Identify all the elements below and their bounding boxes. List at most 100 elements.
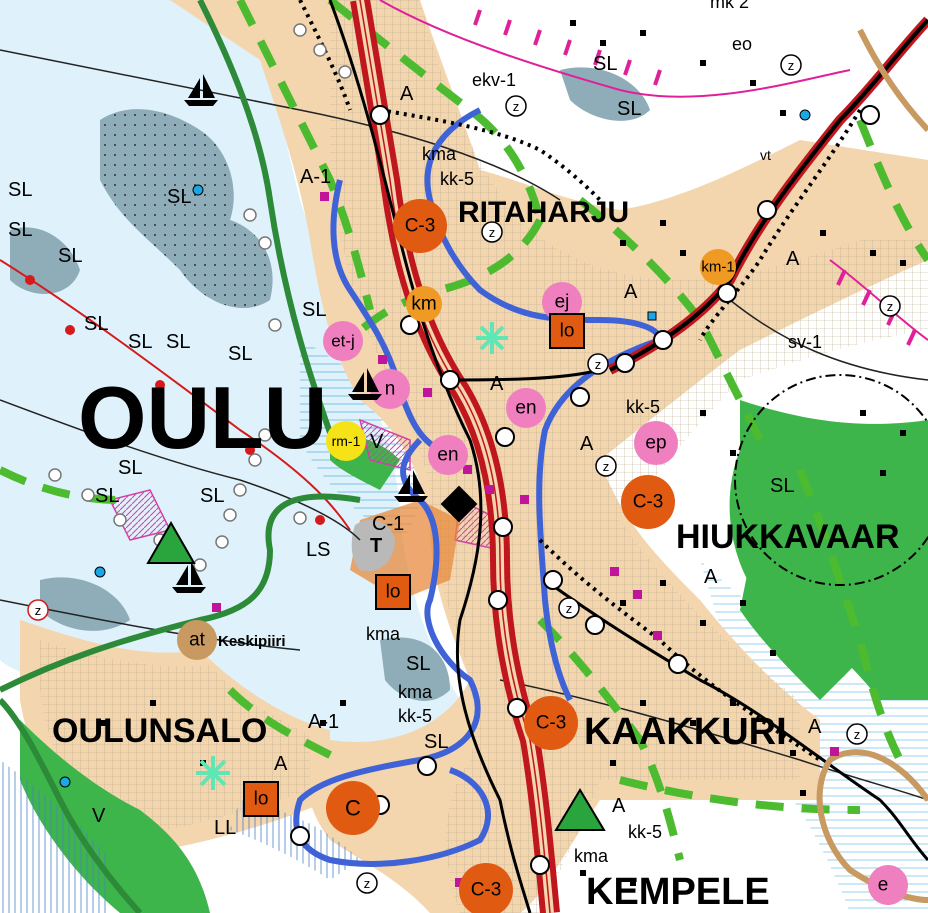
- center-symbol: C-3: [459, 863, 513, 913]
- public-service-symbol: ep: [634, 421, 678, 465]
- svg-text:A: A: [580, 433, 594, 455]
- km-label: km: [411, 294, 436, 315]
- place-name-kaakkuri: KAAKKURI: [584, 711, 787, 753]
- svg-text:mk 2: mk 2: [710, 0, 749, 12]
- svg-text:SL: SL: [302, 299, 326, 321]
- harbor-sailboat-icon: [172, 561, 206, 593]
- retail-symbol: km: [406, 286, 442, 322]
- power-line-nodes: [25, 275, 325, 525]
- center-symbol: C-3: [621, 475, 675, 529]
- svg-text:A: A: [612, 795, 626, 817]
- svg-text:SL: SL: [228, 343, 252, 365]
- svg-text:A-1: A-1: [300, 166, 331, 188]
- minor-road: [0, 49, 561, 201]
- minor-road: [729, 299, 928, 381]
- service-area: [351, 520, 395, 571]
- svg-text:A-1: A-1: [308, 711, 339, 733]
- logistics-symbol: lo: [549, 313, 585, 349]
- harbor-sailboat-icon: [184, 74, 218, 106]
- railway: [439, 368, 928, 862]
- svg-text:A: A: [808, 716, 822, 738]
- svg-text:T: T: [370, 535, 382, 557]
- c3-label: C-3: [405, 216, 436, 237]
- harbor-sailboat-icon: [348, 368, 382, 400]
- lo-label: lo: [386, 582, 401, 603]
- recreation-symbol: rm-1: [326, 421, 366, 461]
- harbor-sailboat-icon: [394, 470, 428, 502]
- svg-text:z: z: [35, 603, 42, 618]
- svg-text:kk-5: kk-5: [398, 706, 432, 726]
- en-label: en: [515, 398, 536, 419]
- svg-text:SL: SL: [128, 331, 152, 353]
- green-area: [729, 400, 928, 700]
- white-waypoint-nodes: [48, 23, 352, 572]
- en-label: en: [437, 445, 458, 466]
- svg-text:SL: SL: [58, 245, 82, 267]
- svg-text:SL: SL: [593, 53, 617, 75]
- svg-text:sv-1: sv-1: [788, 332, 822, 352]
- water-pipeline: [330, 179, 442, 453]
- svg-text:z: z: [513, 99, 520, 114]
- z-marker: z z z z z z z z z z: [27, 54, 901, 894]
- svg-text:z: z: [788, 58, 795, 73]
- urban-grid: [40, 640, 310, 840]
- svg-text:V: V: [370, 431, 384, 453]
- e-label: e: [878, 875, 889, 896]
- retail-symbol: km-1: [700, 249, 736, 285]
- ep-label: ep: [645, 433, 666, 454]
- boundary-ticks: [473, 9, 662, 86]
- place-name-ritaharju: RITAHARJU: [458, 196, 629, 229]
- island: [380, 637, 450, 701]
- hiukkavaara-ring: [734, 374, 928, 586]
- svg-text:A: A: [624, 281, 638, 303]
- c-label: C: [345, 796, 361, 821]
- traffic-symbol: at: [177, 620, 217, 660]
- area-labels: A A-1 A A A A A A A A A-1 SL SL SL SL SL…: [8, 53, 822, 839]
- public-service-symbol: en: [428, 435, 468, 475]
- logistics-symbol: lo: [243, 781, 279, 817]
- svg-text:kk-5: kk-5: [626, 397, 660, 417]
- svg-text:SL: SL: [95, 485, 119, 507]
- n-label: n: [385, 379, 396, 400]
- nature-triangle: [554, 788, 606, 831]
- minor-road: [0, 399, 361, 541]
- svg-text:SL: SL: [166, 331, 190, 353]
- svg-text:z: z: [603, 459, 610, 474]
- svg-text:kma: kma: [422, 144, 457, 164]
- center-symbol: C-3: [524, 696, 578, 750]
- km1-label: km-1: [701, 259, 734, 276]
- svg-text:SL: SL: [770, 475, 794, 497]
- boundary-ticks: [836, 269, 917, 346]
- energy-star-icon: [476, 322, 508, 354]
- etj-label: et-j: [331, 332, 355, 351]
- svg-text:eo: eo: [732, 34, 752, 54]
- c3-label: C-3: [536, 713, 567, 734]
- lo-label: lo: [560, 321, 575, 342]
- main-highway-center: [359, 0, 551, 913]
- svg-text:A: A: [400, 83, 414, 105]
- svg-text:A: A: [490, 373, 504, 395]
- tan-road: [857, 28, 928, 133]
- place-name-oulu: OULU: [78, 368, 327, 467]
- svg-text:LS: LS: [306, 539, 330, 561]
- ej-label: ej: [555, 292, 570, 313]
- island: [560, 67, 650, 121]
- svg-text:LL: LL: [214, 817, 236, 839]
- svg-text:A: A: [786, 248, 800, 270]
- svg-text:vt: vt: [760, 147, 771, 163]
- svg-text:SL: SL: [406, 653, 430, 675]
- rm1-label: rm-1: [332, 433, 361, 449]
- svg-text:A: A: [274, 753, 288, 775]
- urban-grid: [330, 0, 928, 913]
- island-dots: [100, 109, 273, 309]
- svg-text:z: z: [566, 601, 573, 616]
- boundary-line: [379, 0, 851, 98]
- center-symbol: C: [326, 781, 380, 835]
- place-name-hiukkavaara: HIUKKAVAAR: [676, 518, 900, 556]
- energy-star-icon: [196, 756, 230, 790]
- svg-text:SL: SL: [8, 219, 32, 241]
- green-connection: [0, 493, 361, 693]
- svg-text:C-1: C-1: [372, 513, 404, 535]
- magenta-markers: [212, 192, 899, 894]
- svg-text:kk-5: kk-5: [440, 169, 474, 189]
